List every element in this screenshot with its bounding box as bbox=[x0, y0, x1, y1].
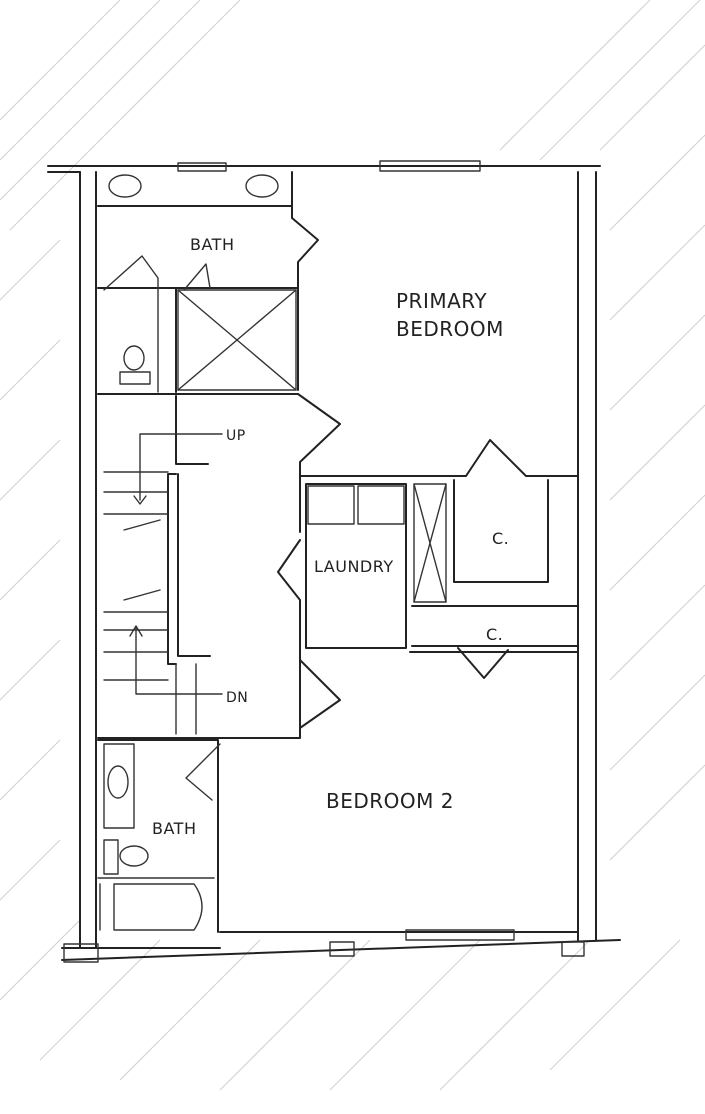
room-label-bath-bottom: BATH bbox=[152, 819, 196, 838]
bath-top-area bbox=[97, 171, 319, 393]
sink-icon bbox=[107, 765, 129, 799]
room-label-primary-line1: PRIMARY bbox=[396, 289, 487, 313]
room-label-bath-top: BATH bbox=[190, 235, 234, 254]
room-label-bedroom-2: BEDROOM 2 bbox=[326, 789, 454, 813]
exterior-walls bbox=[47, 165, 621, 963]
stair-up-label: UP bbox=[226, 428, 246, 444]
room-label-closet-upper: C. bbox=[492, 529, 509, 548]
stair-down-label: DN bbox=[226, 690, 248, 706]
room-label-primary-line2: BEDROOM bbox=[396, 317, 504, 341]
laundry-closets bbox=[299, 439, 579, 679]
windows bbox=[177, 160, 515, 941]
room-label-closet-lower: C. bbox=[486, 625, 503, 644]
sink-icon bbox=[245, 174, 279, 198]
stair-hall bbox=[97, 393, 341, 739]
bath-bottom-area bbox=[97, 739, 221, 933]
sink-icon bbox=[108, 174, 142, 198]
sketch-hatching bbox=[0, 0, 705, 1091]
toilet-icon bbox=[123, 345, 145, 371]
room-label-laundry: LAUNDRY bbox=[314, 557, 394, 576]
toilet-icon bbox=[119, 845, 149, 867]
